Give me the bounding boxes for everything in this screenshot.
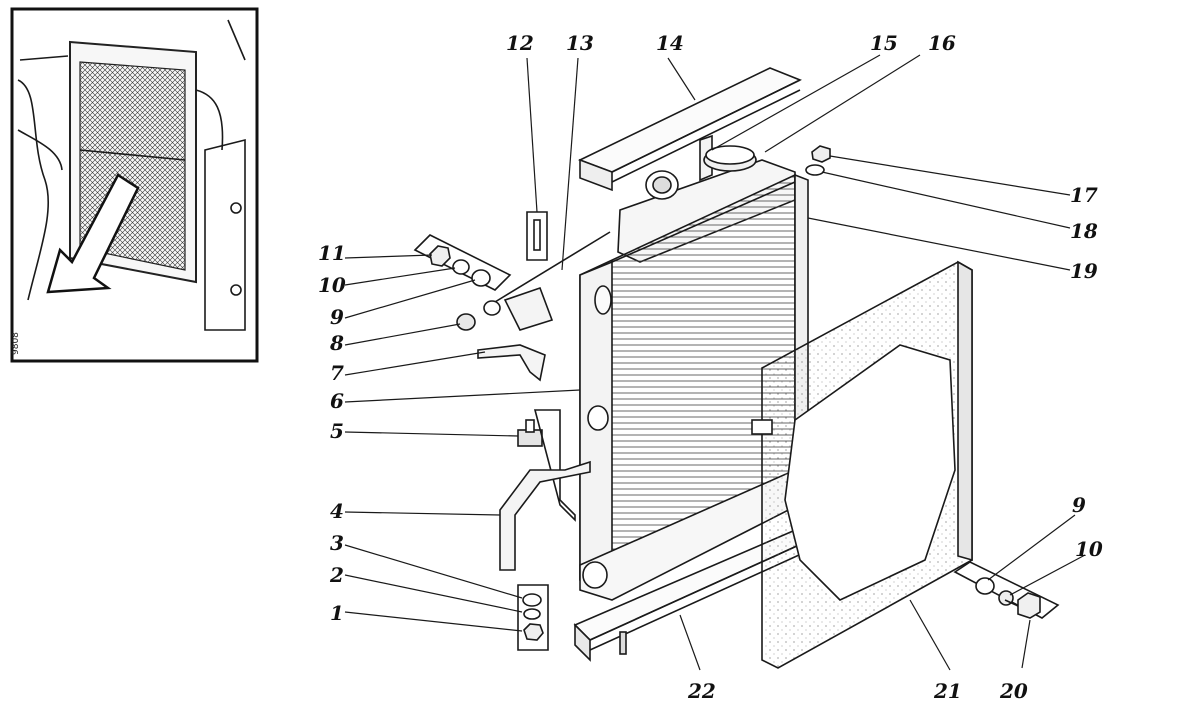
callout-15: 15 (870, 31, 898, 55)
nut-1 (523, 623, 544, 641)
callout-22: 22 (687, 679, 716, 703)
callout-9-left: 9 (330, 305, 344, 329)
callout-21: 21 (933, 679, 962, 703)
fan-shroud-opening (784, 344, 956, 601)
callout-10-left: 10 (318, 273, 346, 297)
callout-labels: 1 2 3 4 5 6 7 8 9 10 11 12 13 14 15 16 1… (318, 31, 1103, 703)
callout-3: 3 (330, 531, 344, 555)
callout-11: 11 (318, 241, 346, 265)
washer-10 (452, 259, 470, 275)
leader-lines (344, 54, 1086, 671)
washer-2 (523, 608, 541, 620)
washer-9 (471, 269, 491, 287)
washer-9-right (975, 577, 995, 595)
callout-4: 4 (330, 499, 344, 523)
shroud-fastener-set (953, 561, 1060, 619)
bushing-8 (456, 313, 476, 331)
callout-19: 19 (1070, 259, 1098, 283)
callout-9-right: 9 (1072, 493, 1086, 517)
side-drain-pipe (587, 405, 609, 431)
bolt-box (526, 211, 548, 261)
callout-16: 16 (928, 31, 956, 55)
gasket-18 (805, 164, 825, 176)
inset-installation-view: 9808 (10, 7, 259, 363)
stay-rod (494, 231, 611, 303)
callout-8: 8 (329, 331, 344, 355)
plug-17 (811, 145, 831, 163)
rod-bracket (483, 286, 554, 331)
airflow-arrow (46, 173, 140, 294)
stay-bracket-7 (477, 344, 546, 382)
top-shroud-bar (577, 67, 802, 192)
fan-shroud (751, 260, 973, 669)
radiator-core (579, 173, 809, 601)
callout-20: 20 (999, 679, 1028, 703)
callout-18: 18 (1070, 219, 1098, 243)
callout-14: 14 (656, 31, 684, 55)
callout-5: 5 (330, 419, 344, 443)
callout-10-right: 10 (1075, 537, 1103, 561)
nut-11 (429, 245, 451, 267)
callout-7: 7 (330, 361, 344, 385)
inset-hose (17, 79, 50, 301)
callout-13: 13 (566, 31, 594, 55)
mounting-bracket-4 (499, 460, 591, 571)
inset-corner-code: 9808 (11, 332, 21, 355)
callout-2: 2 (329, 563, 344, 587)
bolt-20 (1004, 592, 1041, 619)
callout-6: 6 (330, 389, 344, 413)
lower-fastener-set (517, 584, 549, 651)
callout-17: 17 (1070, 183, 1098, 207)
upper-fastener-set (413, 234, 512, 291)
lower-outlet-pipe (582, 561, 608, 589)
washer-3 (522, 593, 542, 607)
callout-1: 1 (330, 601, 344, 625)
callout-12: 12 (506, 31, 534, 55)
